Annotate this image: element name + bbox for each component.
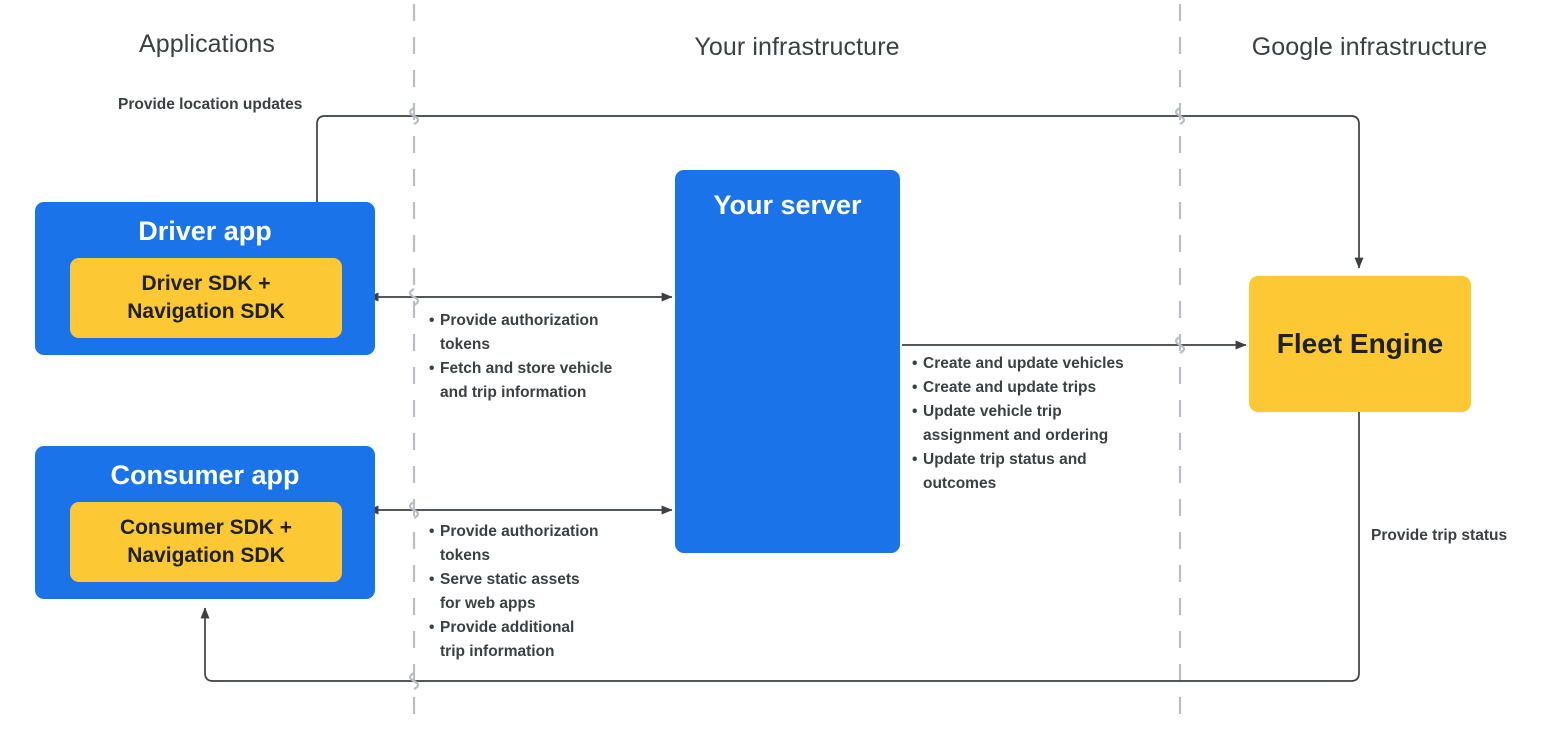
edge-provide-trip-status xyxy=(200,412,1360,682)
consumer-sdk-line-1: Consumer SDK + xyxy=(119,516,293,540)
bullet-line: assignment and ordering xyxy=(923,427,1109,445)
zone-title-applications: Applications xyxy=(138,30,275,58)
bullet-line: Serve static assets xyxy=(440,571,580,589)
bullet-text: Serve static assets for web apps xyxy=(440,568,580,616)
zone-title-google-infrastructure: Google infrastructure xyxy=(1251,33,1488,61)
bullet-line: Create and update trips xyxy=(923,379,1097,397)
your-server-title: Your server xyxy=(713,190,862,220)
bullet-dot-icon: • xyxy=(429,619,435,637)
bullet-item: • Provide authorization tokens xyxy=(429,309,665,357)
driver-app-title: Driver app xyxy=(138,216,272,246)
bullet-text: Create and update vehicles xyxy=(923,352,1124,376)
fleet-engine-title: Fleet Engine xyxy=(1276,328,1444,359)
bullet-text: Provide authorization tokens xyxy=(440,309,598,357)
node-fleet-engine[interactable]: Fleet Engine xyxy=(1249,276,1471,412)
bullet-text: Create and update trips xyxy=(923,376,1096,400)
bullet-line: Provide authorization xyxy=(440,523,599,540)
node-driver-app[interactable]: Driver app Driver SDK + Navigation SDK xyxy=(35,202,375,355)
bullet-dot-icon: • xyxy=(429,523,435,540)
edge-provide-location-updates xyxy=(316,115,1364,269)
bullet-dot-icon: • xyxy=(912,451,918,469)
bullet-line: trip information xyxy=(440,643,555,661)
node-consumer-app[interactable]: Consumer app Consumer SDK + Navigation S… xyxy=(35,446,375,599)
bullet-dot-icon: • xyxy=(912,355,918,372)
bullet-dot-icon: • xyxy=(429,312,435,329)
node-your-server[interactable]: Your server xyxy=(675,170,900,553)
driver-sdk-label: Driver SDK + Navigation SDK xyxy=(127,270,285,325)
bullet-item: • Update trip status and outcomes xyxy=(912,448,1174,496)
bullet-item: • Provide authorization tokens xyxy=(429,520,665,568)
node-driver-sdk[interactable]: Driver SDK + Navigation SDK xyxy=(70,258,342,338)
driver-sdk-line-2: Navigation SDK xyxy=(127,300,285,323)
bullet-text: Update vehicle trip assignment and order… xyxy=(923,400,1108,448)
node-consumer-sdk[interactable]: Consumer SDK + Navigation SDK xyxy=(70,502,342,582)
bullet-dot-icon: • xyxy=(429,360,435,378)
bullet-line: for web apps xyxy=(440,595,536,613)
consumer-sdk-line-2: Navigation SDK xyxy=(127,544,285,567)
bullet-item: • Fetch and store vehicle and trip infor… xyxy=(429,357,665,405)
edge-label-provide-trip-status: Provide trip status xyxy=(1371,527,1508,544)
driver-sdk-line-1: Driver SDK + xyxy=(141,272,271,296)
bullet-text: Provide additional trip information xyxy=(440,616,574,664)
bullet-line: Update trip status and xyxy=(923,451,1087,469)
bullet-dot-icon: • xyxy=(912,403,918,421)
bullet-line: Provide authorization xyxy=(440,312,599,329)
bullet-line: outcomes xyxy=(923,475,997,493)
consumer-sdk-label: Consumer SDK + Navigation SDK xyxy=(120,514,292,569)
bullet-dot-icon: • xyxy=(912,379,918,397)
bullet-item: • Create and update trips xyxy=(912,376,1174,400)
bullet-text: Update trip status and outcomes xyxy=(923,448,1087,496)
bullet-item: • Update vehicle trip assignment and ord… xyxy=(912,400,1174,448)
bullet-line: Create and update vehicles xyxy=(923,355,1124,372)
bullet-line: and trip information xyxy=(440,384,587,402)
bullets-consumer-server: • Provide authorization tokens • Serve s… xyxy=(429,520,665,664)
bullet-item: • Create and update vehicles xyxy=(912,352,1174,376)
bullet-line: Provide additional xyxy=(440,619,575,637)
bullet-line: tokens xyxy=(440,336,490,354)
bullet-item: • Provide additional trip information xyxy=(429,616,665,664)
consumer-app-title: Consumer app xyxy=(110,460,300,490)
bullet-text: Provide authorization tokens xyxy=(440,520,598,568)
bullet-dot-icon: • xyxy=(429,571,435,589)
bullet-line: Update vehicle trip xyxy=(923,403,1062,421)
bullet-item: • Serve static assets for web apps xyxy=(429,568,665,616)
bullet-text: Fetch and store vehicle and trip informa… xyxy=(440,357,612,405)
bullet-line: Fetch and store vehicle xyxy=(440,360,613,378)
zone-title-your-infrastructure: Your infrastructure xyxy=(694,33,900,61)
bullet-line: tokens xyxy=(440,547,490,565)
edge-label-provide-location-updates: Provide location updates xyxy=(118,96,303,113)
bullets-driver-server: • Provide authorization tokens • Fetch a… xyxy=(429,309,665,405)
bullets-server-fleet-engine: • Create and update vehicles • Create an… xyxy=(912,352,1174,496)
